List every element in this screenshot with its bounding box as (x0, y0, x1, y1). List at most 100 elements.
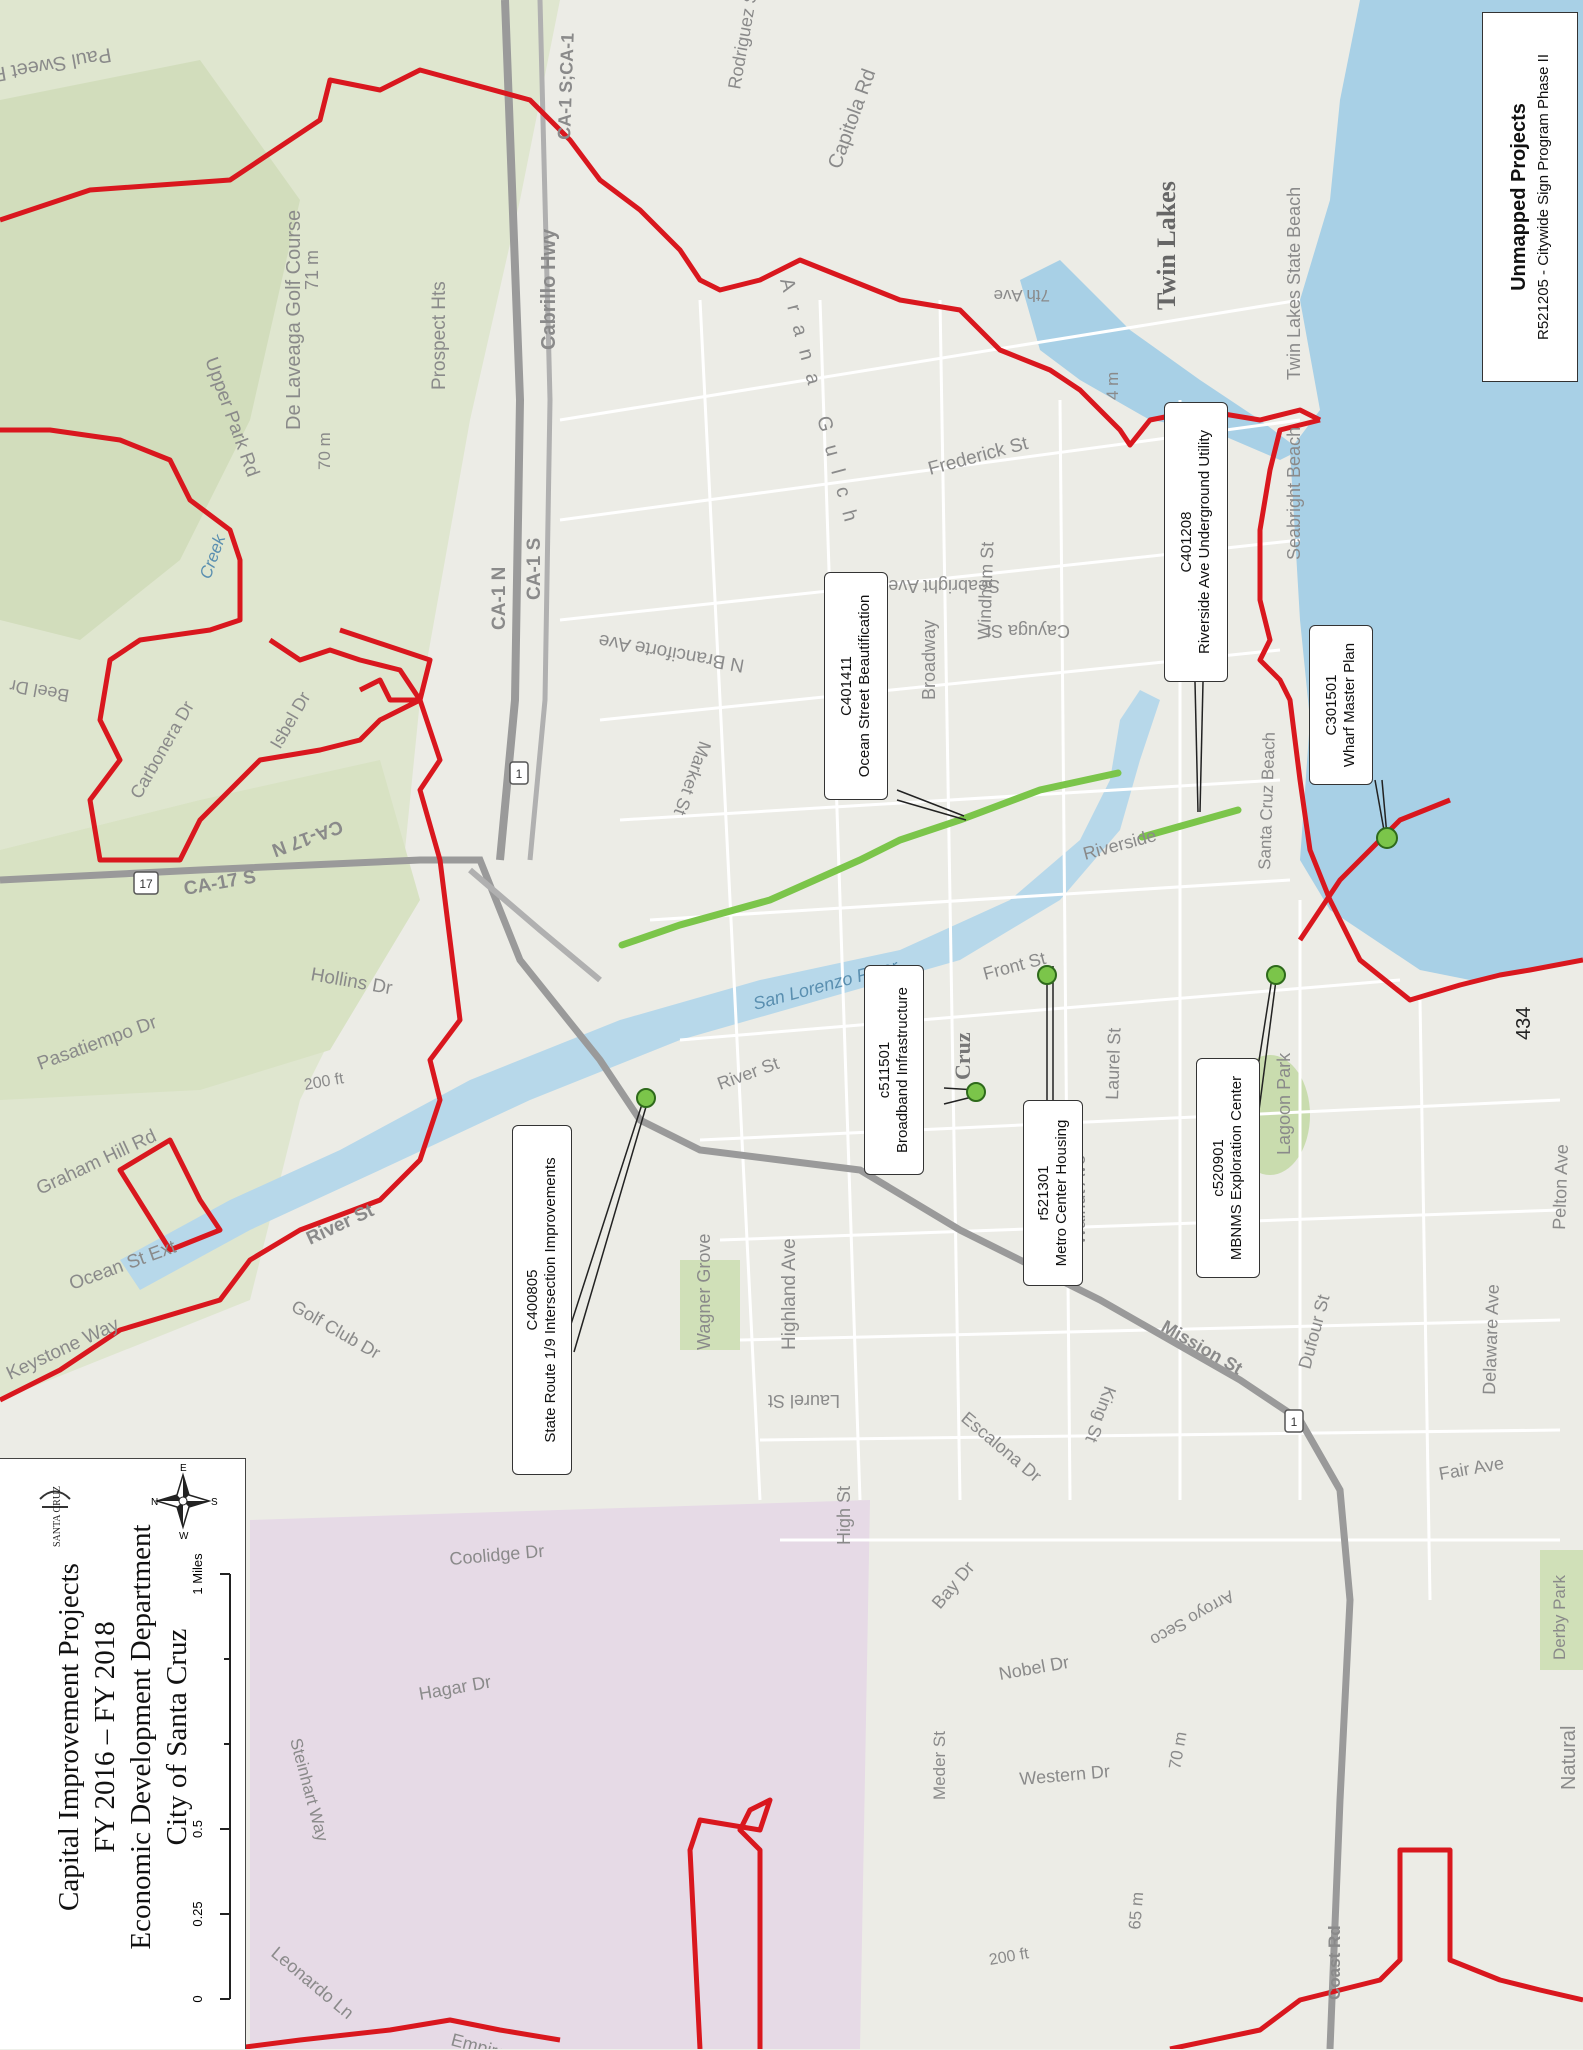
hwy17-label: 17 (139, 877, 153, 891)
callout-code: c520901 (1210, 1139, 1227, 1197)
unmapped-projects-box: Unmapped Projects R521205 - Citywide Sig… (1482, 12, 1578, 382)
label-cabrillo: Cabrillo Hwy (538, 228, 560, 350)
callout-code: C401208 (1178, 511, 1195, 573)
label-434: 434 (1513, 1007, 1535, 1040)
point-wharf (1376, 827, 1398, 849)
compass-icon: N S E W (151, 1463, 218, 1542)
label-seabright-beach: Seabright Beach (1284, 427, 1304, 560)
label-ca1n: CA-1 N (489, 567, 510, 630)
city-limits (0, 67, 1583, 2049)
callout-name: Ocean Street Beautification (856, 594, 873, 778)
highway-shields: 1 1 17 (133, 761, 1304, 1433)
scale-tick-05: 0.5 (190, 1820, 205, 1838)
scale-tick-1: 1 Miles (190, 1553, 205, 1595)
hwy1-shield-icon (509, 761, 529, 785)
callout-name: MBNMS Exploration Center (1228, 1075, 1245, 1261)
highway-ramp (468, 867, 602, 983)
golf-course-area (0, 60, 300, 640)
callout-name: Riverside Ave Underground Utility (1196, 430, 1213, 654)
label-ca1-top: CA-1 S;CA-1 (554, 32, 578, 140)
callout-code: c511501 (876, 1041, 893, 1099)
point-metro-center (1037, 965, 1057, 985)
highway-ca1 (0, 856, 1354, 2049)
scale-tick-0: 0 (190, 1995, 205, 2002)
callout-code: C301501 (1323, 674, 1340, 736)
city-logo-icon: SANTA CRUZ (39, 1486, 71, 1547)
label-natural: Natural (1558, 1726, 1580, 1790)
compass-w: W (179, 1531, 189, 1542)
label-pelton: Pelton Ave (1549, 1144, 1572, 1230)
label-wagner-grove: Wagner Grove (694, 1234, 714, 1350)
point-broadband (966, 1082, 986, 1102)
callout-code: r521301 (1035, 1165, 1052, 1221)
label-twin-lakes-beach: Twin Lakes State Beach (1284, 187, 1304, 380)
callout-name: State Route 1/9 Intersection Improvement… (542, 1157, 559, 1443)
compass-s: S (211, 1497, 218, 1508)
scale-tick-025: 0.25 (190, 1901, 205, 1926)
legend-graphics: SANTA CRUZ N S E W 0 0.25 0.5 1 Miles (39, 1463, 231, 2003)
label-laurel: Laurel St (1102, 1027, 1125, 1100)
compass-n: N (151, 1497, 158, 1508)
label-high: High St (834, 1486, 854, 1545)
label-meder: Meder St (930, 1731, 949, 1800)
leader-lines (561, 681, 1388, 1353)
point-sr-1-9 (636, 1088, 656, 1108)
callout-name: Wharf Master Plan (1341, 642, 1358, 768)
hwy17-shield-icon (133, 871, 159, 895)
label-windham: Windham St (974, 541, 997, 640)
twin-lakes-water (1020, 260, 1300, 460)
campus-area (250, 1500, 870, 2049)
label-elev-71: 71 m (302, 250, 322, 290)
callout-code: C401411 (838, 656, 855, 716)
project-points (636, 827, 1398, 1108)
highway-ca1-north (496, 0, 525, 861)
callout-name: Broadband Infrastructure (894, 987, 911, 1153)
label-elev-65: 65 m (1125, 1891, 1147, 1930)
pasatiempo-area (0, 760, 420, 1100)
project-line-ocean-street (618, 769, 1122, 949)
hwy1-label: 1 (516, 767, 523, 781)
label-highland: Highland Ave (779, 1238, 800, 1350)
label-elev-200: 200 ft (303, 1070, 346, 1094)
label-broadway: Broadway (919, 620, 939, 700)
label-lagoon-park: Lagoon Park (1274, 1052, 1294, 1155)
label-cruz: Cruz (950, 1032, 975, 1080)
hwy1-shield-icon-south (1284, 1409, 1304, 1433)
logo-text: SANTA CRUZ (52, 1486, 63, 1547)
scale-bar: 0 0.25 0.5 1 Miles (190, 1553, 231, 2003)
label-santa-cruz-beach: Santa Cruz Beach (1255, 732, 1279, 871)
label-delaware: Delaware Ave (1479, 1284, 1503, 1395)
label-prospect: Prospect Hts (429, 281, 450, 390)
label-ca1s: CA-1 S (524, 538, 545, 600)
label-7th: 7th Ave (994, 286, 1050, 305)
san-lorenzo-river (120, 690, 1160, 1290)
callout-name: Metro Center Housing (1053, 1119, 1070, 1267)
label-coast: Coast Rd (1325, 1925, 1344, 2000)
label-seabright-ave: Seabright Ave (888, 576, 1000, 596)
label-elev-200b: 200 ft (988, 1945, 1031, 1969)
hwy1-label-south: 1 (1291, 1415, 1298, 1429)
label-cayuga: Cayuga St (986, 621, 1070, 641)
point-mbnms (1266, 965, 1286, 985)
derby-park (1540, 1550, 1583, 1670)
title-legend-box: Capital Improvement Projects FY 2016 – F… (0, 1458, 246, 2049)
unmapped-heading: Unmapped Projects (1508, 103, 1530, 291)
label-twin-lakes: Twin Lakes (1152, 181, 1181, 310)
label-derby-park: Derby Park (1550, 1574, 1569, 1660)
wagner-grove (680, 1260, 740, 1350)
callout-code: C400805 (524, 1269, 541, 1331)
label-laurel-w: Laurel St (768, 1391, 840, 1411)
project-line-riverside (1138, 806, 1242, 841)
compass-e: E (180, 1463, 187, 1474)
label-elev-4: 4 m (1103, 372, 1122, 400)
unmapped-item: R521205 - Citywide Sign Program Phase II (1535, 54, 1552, 340)
street-grid (559, 298, 1561, 1601)
label-de-laveaga: De Laveaga Golf Course (283, 210, 305, 430)
